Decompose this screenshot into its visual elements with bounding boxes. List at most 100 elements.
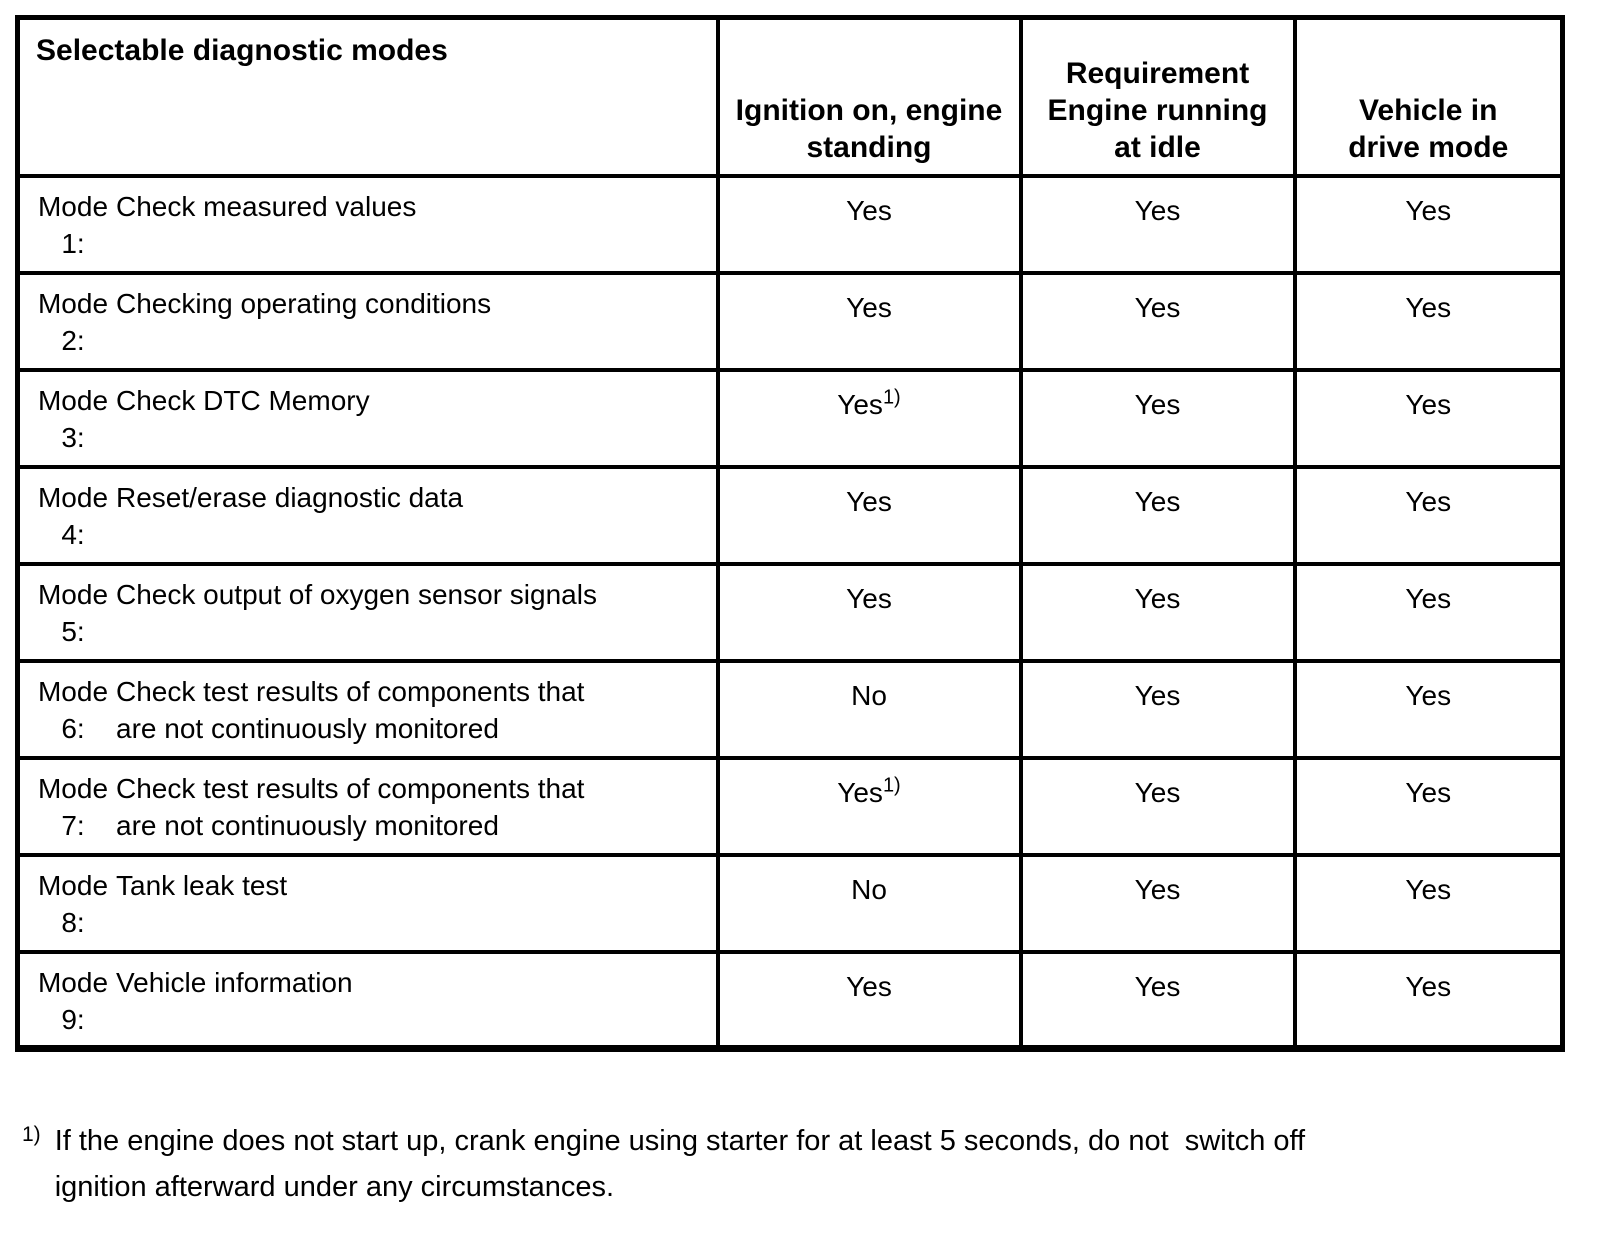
cell-value: Yes: [1134, 873, 1181, 905]
table-header-row: Selectable diagnostic modes Ignition on,…: [15, 15, 1565, 178]
engine-idle-value-cell: Yes: [1018, 270, 1297, 372]
table-row: Mode 8: Tank leak test No Yes Yes: [15, 852, 1565, 954]
ignition-standing-value-cell: No: [715, 852, 1023, 954]
engine-idle-value-cell: Yes: [1018, 464, 1297, 566]
cell-value: Yes: [1405, 582, 1452, 614]
footnote: 1) If the engine does not start up, cran…: [16, 1118, 1541, 1210]
mode-description: Tank leak test: [116, 869, 288, 901]
mode-label: Mode 7:: [37, 772, 109, 841]
table-row: Mode 1: Check measured values Yes Yes Ye…: [15, 173, 1565, 275]
footnote-ref: 1): [882, 386, 901, 409]
table-row: Mode 4: Reset/erase diagnostic data Yes …: [15, 464, 1565, 566]
mode-description: Check output of oxygen sensor signals: [116, 578, 597, 610]
cell-value: Yes: [1134, 485, 1181, 517]
mode-cell: Mode 1: Check measured values: [15, 173, 720, 275]
mode-cell-content: Mode 6: Check test results of components…: [36, 673, 708, 747]
mode-description: Reset/erase diagnostic data: [116, 481, 464, 513]
drive-mode-value-cell: Yes: [1292, 561, 1565, 663]
cell-value: Yes: [846, 582, 892, 614]
table-body: Mode 1: Check measured values Yes Yes Ye…: [15, 173, 1565, 1051]
diagnostic-modes-table: Selectable diagnostic modes Ignition on,…: [15, 15, 1565, 1052]
ignition-standing-value-cell: Yes1): [715, 367, 1023, 469]
mode-label: Mode 5:: [37, 578, 109, 647]
cell-value: Yes: [846, 194, 892, 226]
mode-cell-content: Mode 7: Check test results of components…: [36, 770, 708, 844]
header-ignition-on-engine-standing: Ignition on, engine standing: [715, 15, 1023, 178]
footnote-ref: 1): [882, 774, 901, 797]
mode-cell: Mode 6: Check test results of components…: [15, 658, 720, 760]
cell-value: Yes: [846, 970, 892, 1002]
header-requirement-engine-running-at-idle: Requirement Engine running at idle: [1018, 15, 1297, 178]
cell-value: Yes: [1405, 194, 1452, 226]
mode-label: Mode 6:: [37, 675, 109, 744]
mode-cell: Mode 9: Vehicle information: [15, 949, 720, 1051]
drive-mode-value-cell: Yes: [1292, 949, 1565, 1051]
mode-cell-content: Mode 3: Check DTC Memory: [36, 382, 708, 456]
drive-mode-value-cell: Yes: [1292, 755, 1565, 857]
mode-description: Check test results of components that ar…: [116, 772, 585, 841]
cell-value: Yes: [1134, 776, 1181, 808]
cell-value: Yes: [1134, 194, 1181, 226]
cell-value: Yes: [1134, 388, 1181, 420]
mode-description: Check test results of components that ar…: [116, 675, 585, 744]
mode-description: Check measured values: [116, 190, 417, 222]
mode-cell: Mode 7: Check test results of components…: [15, 755, 720, 857]
ignition-standing-value-cell: Yes: [715, 270, 1023, 372]
mode-cell-content: Mode 4: Reset/erase diagnostic data: [36, 479, 708, 553]
cell-value: No: [851, 873, 887, 905]
table-row: Mode 6: Check test results of components…: [15, 658, 1565, 760]
drive-mode-value-cell: Yes: [1292, 852, 1565, 954]
table-row: Mode 7: Check test results of components…: [15, 755, 1565, 857]
mode-label: Mode 2:: [37, 287, 109, 356]
mode-cell-content: Mode 5: Check output of oxygen sensor si…: [36, 576, 708, 650]
mode-label: Mode 8:: [37, 869, 109, 938]
ignition-standing-value-cell: Yes: [715, 464, 1023, 566]
engine-idle-value-cell: Yes: [1018, 852, 1297, 954]
ignition-standing-value-cell: Yes1): [715, 755, 1023, 857]
engine-idle-value-cell: Yes: [1018, 949, 1297, 1051]
engine-idle-value-cell: Yes: [1018, 755, 1297, 857]
cell-value: Yes: [846, 485, 892, 517]
cell-value: Yes: [1134, 970, 1181, 1002]
cell-value: Yes: [1134, 582, 1181, 614]
header-vehicle-in-drive-mode: Vehicle in drive mode: [1292, 15, 1565, 178]
ignition-standing-value-cell: Yes: [715, 561, 1023, 663]
cell-value: Yes: [846, 291, 892, 323]
mode-cell: Mode 3: Check DTC Memory: [15, 367, 720, 469]
mode-label: Mode 1:: [37, 190, 109, 259]
table-row: Mode 9: Vehicle information Yes Yes Yes: [15, 949, 1565, 1051]
cell-value: Yes: [1405, 776, 1452, 808]
mode-cell-content: Mode 8: Tank leak test: [36, 867, 708, 941]
table-row: Mode 3: Check DTC Memory Yes1) Yes Yes: [15, 367, 1565, 469]
table-row: Mode 2: Checking operating conditions Ye…: [15, 270, 1565, 372]
mode-description: Check DTC Memory: [116, 384, 370, 416]
mode-cell: Mode 8: Tank leak test: [15, 852, 720, 954]
cell-value: Yes: [1405, 679, 1452, 711]
engine-idle-value-cell: Yes: [1018, 658, 1297, 760]
drive-mode-value-cell: Yes: [1292, 658, 1565, 760]
mode-description: Checking operating conditions: [116, 287, 492, 319]
mode-label: Mode 4:: [37, 481, 109, 550]
engine-idle-value-cell: Yes: [1018, 173, 1297, 275]
footnote-text: If the engine does not start up, crank e…: [54, 1125, 1306, 1203]
mode-label: Mode 9:: [37, 966, 109, 1035]
mode-cell-content: Mode 1: Check measured values: [36, 188, 708, 262]
footnote-marker: 1): [22, 1123, 41, 1146]
cell-value: Yes: [1405, 291, 1452, 323]
drive-mode-value-cell: Yes: [1292, 270, 1565, 372]
mode-cell: Mode 4: Reset/erase diagnostic data: [15, 464, 720, 566]
ignition-standing-value-cell: Yes: [715, 949, 1023, 1051]
engine-idle-value-cell: Yes: [1018, 561, 1297, 663]
ignition-standing-value-cell: No: [715, 658, 1023, 760]
table-row: Mode 5: Check output of oxygen sensor si…: [15, 561, 1565, 663]
mode-cell: Mode 5: Check output of oxygen sensor si…: [15, 561, 720, 663]
mode-cell-content: Mode 2: Checking operating conditions: [36, 285, 708, 359]
mode-cell-content: Mode 9: Vehicle information: [36, 964, 708, 1038]
drive-mode-value-cell: Yes: [1292, 173, 1565, 275]
cell-value: Yes: [1134, 679, 1181, 711]
cell-value: Yes: [1134, 291, 1181, 323]
cell-value: Yes: [1405, 485, 1452, 517]
mode-label: Mode 3:: [37, 384, 109, 453]
header-selectable-diagnostic-modes: Selectable diagnostic modes: [15, 15, 720, 178]
